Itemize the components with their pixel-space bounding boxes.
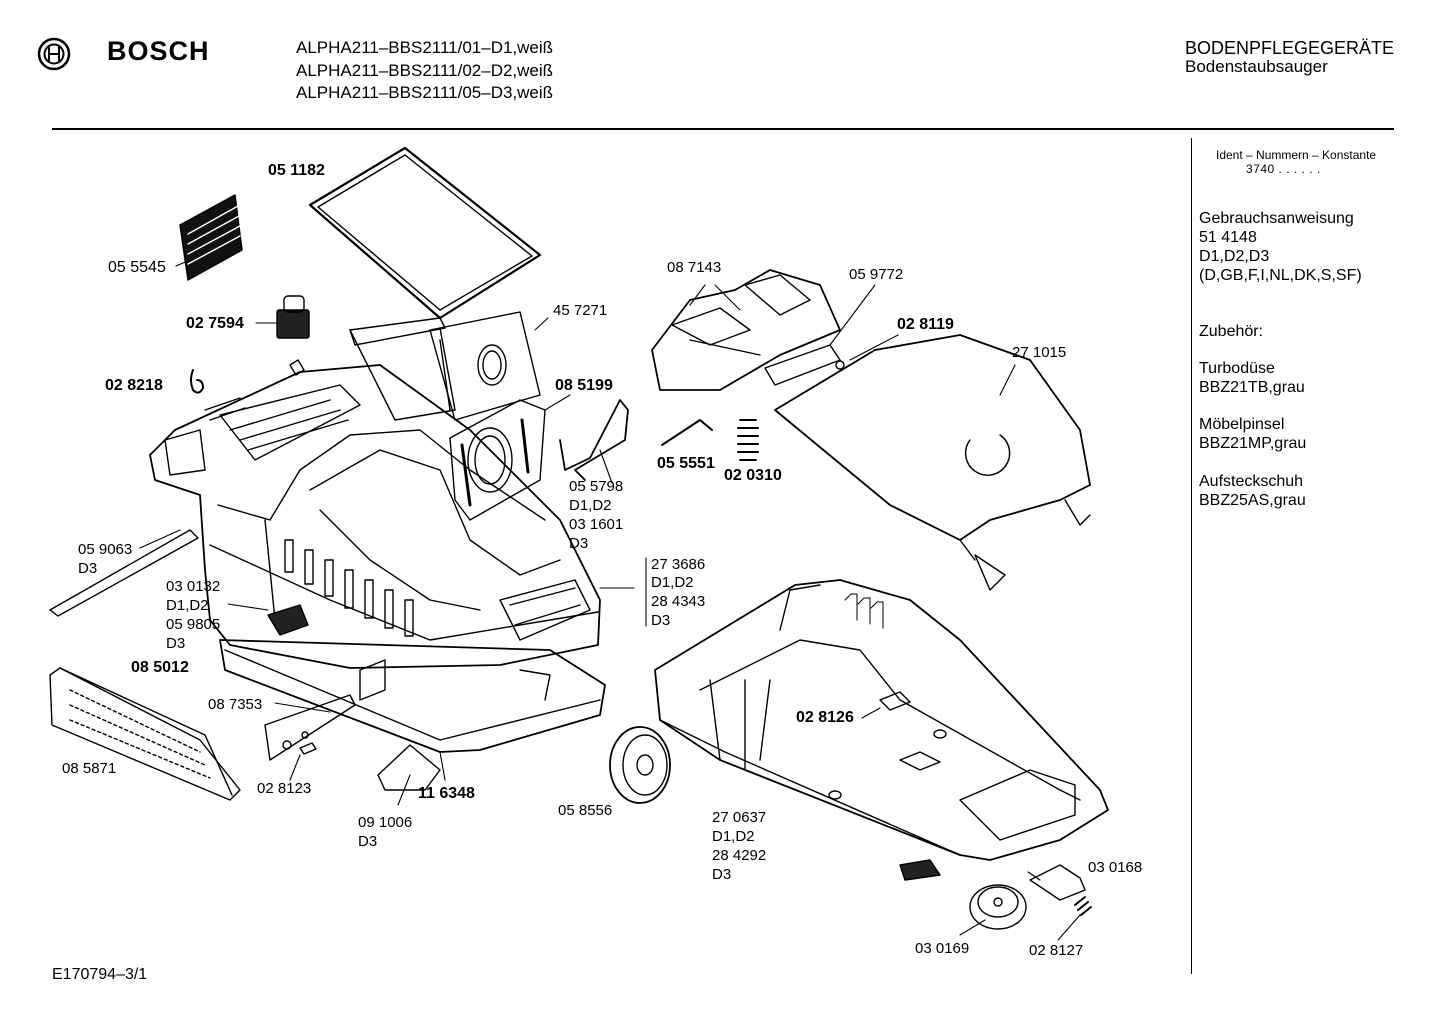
part-label: 05 9772 bbox=[849, 266, 904, 283]
hook-part bbox=[377, 744, 441, 791]
part-label: 05 9805 bbox=[166, 616, 221, 633]
part-label: 27 0637 bbox=[712, 809, 767, 826]
part-label: 27 3686 bbox=[651, 556, 706, 573]
part-label: 02 0310 bbox=[724, 467, 782, 484]
part-label: 05 5545 bbox=[108, 259, 166, 276]
filter-grille bbox=[179, 194, 243, 281]
part-label: 03 0168 bbox=[1088, 859, 1143, 876]
sidebar-divider bbox=[1191, 138, 1192, 974]
dust-bag bbox=[349, 311, 541, 421]
part-label: 03 0132 bbox=[166, 578, 221, 595]
part-label: D3 bbox=[569, 535, 589, 552]
part-label: 02 8123 bbox=[257, 780, 312, 797]
ring-028119 bbox=[835, 360, 845, 370]
category-subtitle: Bodenstaubsauger bbox=[1185, 57, 1328, 76]
part-label: 05 5551 bbox=[657, 455, 715, 472]
swivel-plate bbox=[969, 884, 1027, 930]
part-label: 02 8119 bbox=[897, 316, 954, 333]
accessory-1-name: Turbodüse bbox=[1199, 360, 1275, 377]
category-title: BODENPFLEGEGERÄTE bbox=[1185, 38, 1395, 58]
accessory-2-name: Möbelpinsel bbox=[1199, 416, 1285, 433]
part-label: D3 bbox=[358, 833, 378, 850]
manual-languages: (D,GB,F,I,NL,DK,S,SF) bbox=[1199, 267, 1362, 284]
part-label: D3 bbox=[78, 560, 98, 577]
exploded-drawing bbox=[49, 146, 1109, 941]
screw-part bbox=[1074, 896, 1092, 916]
part-label: 09 1006 bbox=[358, 814, 413, 831]
part-label: 05 8556 bbox=[558, 802, 613, 819]
part-label: 05 9063 bbox=[78, 541, 133, 558]
header-rule bbox=[52, 128, 1394, 130]
part-label: D1,D2 bbox=[651, 574, 694, 591]
accessory-3-code: BBZ25AS,grau bbox=[1199, 492, 1306, 509]
part-label: 02 8126 bbox=[796, 709, 854, 726]
part-label: 45 7271 bbox=[553, 302, 608, 319]
part-label: 05 1182 bbox=[268, 162, 325, 179]
part-label: D1,D2 bbox=[569, 497, 612, 514]
part-label: 28 4343 bbox=[651, 593, 706, 610]
part-label: 05 5798 bbox=[569, 478, 624, 495]
part-label: 08 7353 bbox=[208, 696, 263, 713]
clamp-part bbox=[1029, 864, 1086, 901]
part-label: D1,D2 bbox=[166, 597, 209, 614]
part-label: 08 5871 bbox=[62, 760, 117, 777]
part-label: 11 6348 bbox=[418, 785, 475, 802]
accessories-title: Zubehör: bbox=[1199, 323, 1264, 340]
lid bbox=[774, 334, 1091, 591]
bumper-strip bbox=[49, 667, 241, 801]
part-label: 28 4292 bbox=[712, 847, 767, 864]
bag-frame bbox=[308, 146, 542, 346]
part-label: 03 1601 bbox=[569, 516, 624, 533]
part-label: 02 7594 bbox=[186, 315, 244, 332]
part-label: 02 8127 bbox=[1029, 942, 1084, 959]
ident-title: Ident – Nummern – Konstante bbox=[1216, 148, 1377, 162]
chassis bbox=[654, 579, 1109, 861]
part-label: 08 5012 bbox=[131, 659, 189, 676]
manual-variants: D1,D2,D3 bbox=[1199, 248, 1270, 265]
clip-028218 bbox=[190, 369, 204, 394]
slider-part bbox=[264, 694, 356, 761]
manual-title: Gebrauchsanweisung bbox=[1199, 210, 1354, 227]
accessory-2-code: BBZ21MP,grau bbox=[1199, 435, 1307, 452]
rod-part bbox=[49, 529, 199, 617]
main-housing bbox=[149, 359, 601, 669]
clip-028123 bbox=[299, 742, 317, 755]
latch-part bbox=[267, 604, 309, 636]
wheel bbox=[609, 726, 671, 804]
part-label: 08 5199 bbox=[555, 377, 613, 394]
brand-name: BOSCH bbox=[107, 36, 210, 66]
part-label: D3 bbox=[166, 635, 186, 652]
manual-number: 51 4148 bbox=[1199, 229, 1257, 246]
accessory-1-code: BBZ21TB,grau bbox=[1199, 379, 1305, 396]
model-line-2: ALPHA211–BBS2111/02–D2,weiß bbox=[296, 61, 554, 80]
part-label: D3 bbox=[712, 866, 732, 883]
wire-055551 bbox=[661, 419, 713, 446]
top-latch bbox=[764, 344, 841, 386]
part-label: 03 0169 bbox=[915, 940, 970, 957]
model-line-1: ALPHA211–BBS2111/01–D1,weiß bbox=[296, 38, 554, 57]
small-plate bbox=[899, 859, 941, 881]
wire-spring bbox=[559, 399, 629, 481]
ident-value: 3740 . . . . . . bbox=[1246, 162, 1321, 176]
coil-spring bbox=[737, 419, 759, 461]
model-line-3: ALPHA211–BBS2111/05–D3,weiß bbox=[296, 83, 554, 102]
leader-lines bbox=[139, 259, 1081, 941]
drawing-code: E170794–3/1 bbox=[52, 966, 148, 983]
base-plate bbox=[219, 639, 606, 753]
upper-cover bbox=[651, 269, 841, 391]
accessory-3-name: Aufsteckschuh bbox=[1199, 473, 1304, 490]
part-label: 08 7143 bbox=[667, 259, 722, 276]
part-label: D1,D2 bbox=[712, 828, 755, 845]
knob bbox=[276, 295, 310, 339]
part-label: 27 1015 bbox=[1012, 344, 1067, 361]
filter-holder bbox=[449, 399, 546, 521]
bosch-logo-icon bbox=[37, 37, 71, 71]
part-label: D3 bbox=[651, 612, 671, 629]
part-label: 02 8218 bbox=[105, 377, 163, 394]
